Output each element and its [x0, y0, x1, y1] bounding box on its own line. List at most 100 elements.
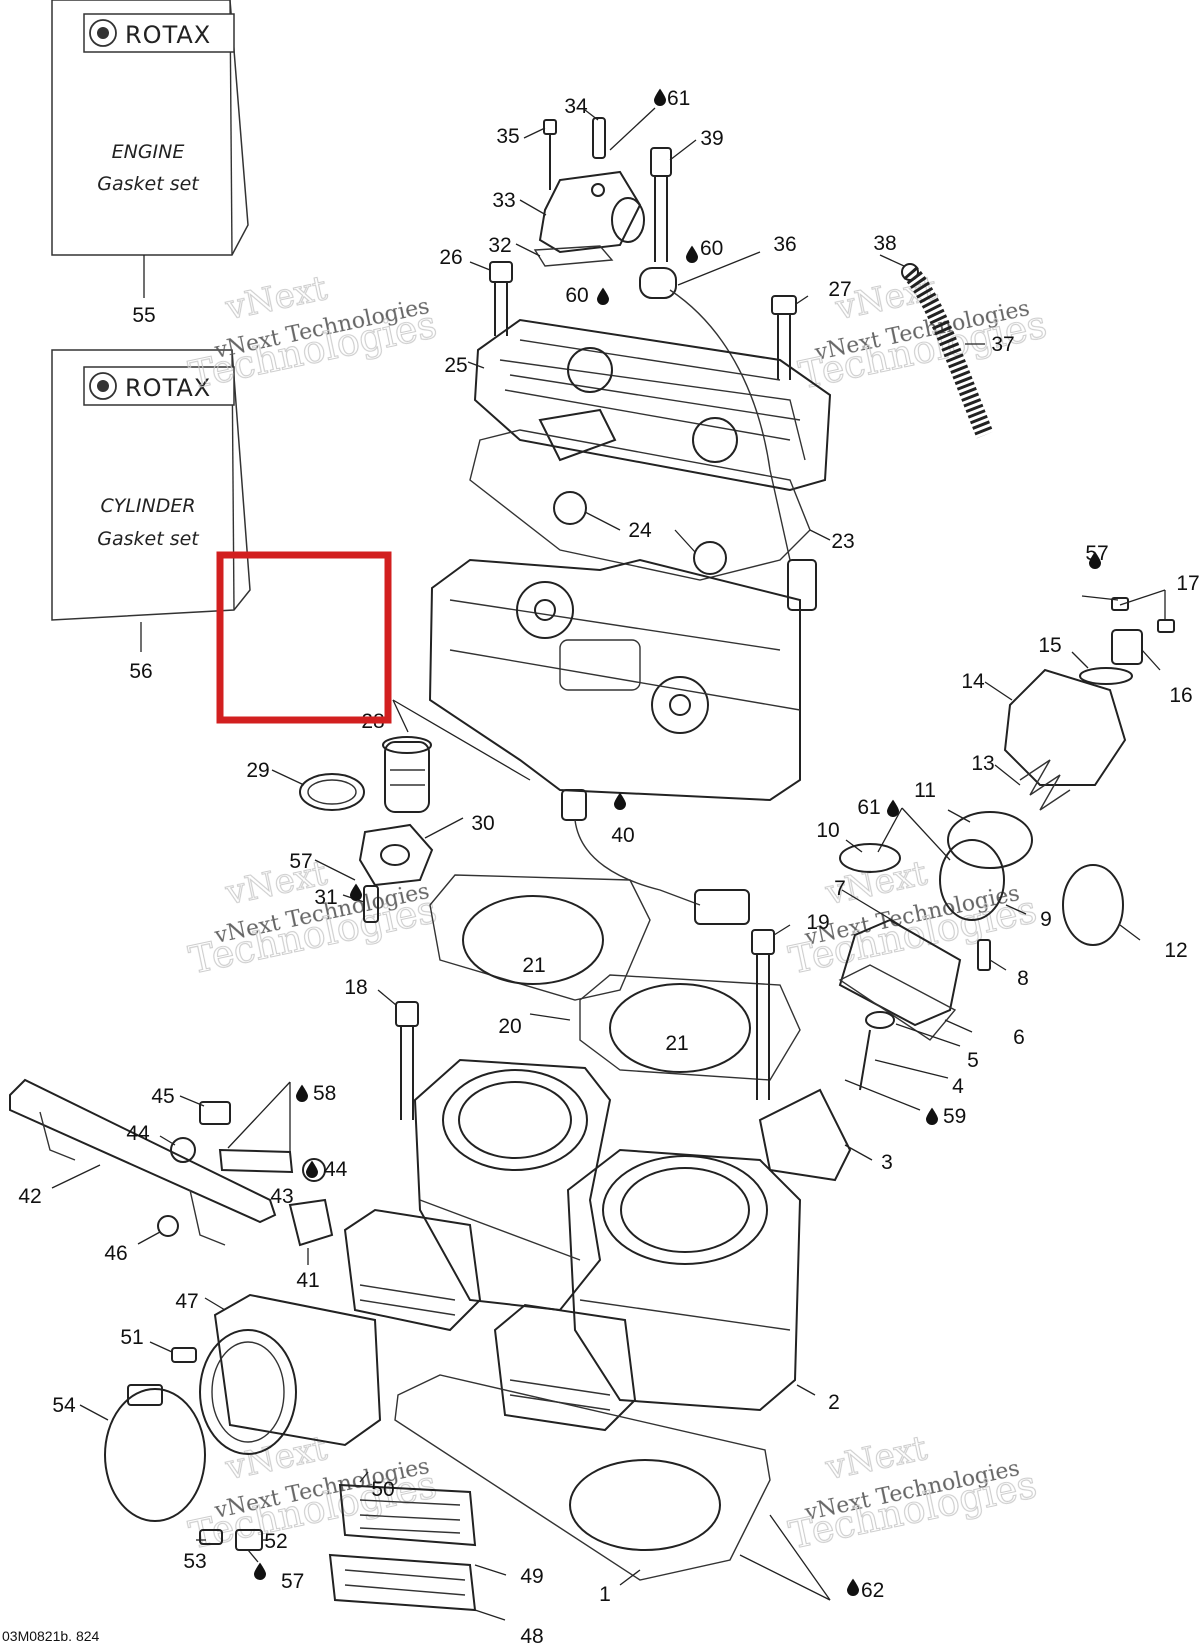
throttle-adapter-group: [79, 1293, 382, 1563]
label-45: 45: [151, 1085, 174, 1108]
base-gasket: [394, 1374, 831, 1601]
cylinder-head-cover: [467, 318, 832, 492]
label-41: 41: [296, 1269, 319, 1292]
watermark: vNext vNext Technologies Technologies vN…: [185, 267, 1051, 1558]
drop-icon: [686, 245, 698, 263]
label-44: 44: [324, 1158, 348, 1181]
drop-icon: [306, 1160, 318, 1178]
label-3: 3: [881, 1151, 893, 1174]
label-39: 39: [700, 127, 723, 150]
head-gasket-seals: [469, 429, 831, 611]
svg-text:Technologies: Technologies: [185, 887, 440, 982]
drop-icon: [296, 1084, 308, 1102]
label-27: 27: [828, 278, 851, 301]
label-29: 29: [246, 759, 269, 782]
svg-text:Technologies: Technologies: [785, 1462, 1040, 1557]
label-38: 38: [873, 232, 896, 255]
label-9: 9: [1040, 908, 1052, 931]
drawing-code: 03M0821b. 824: [2, 1628, 100, 1644]
drop-icon: [887, 799, 899, 817]
label-18: 18: [344, 976, 367, 999]
kit-title: CYLINDER: [100, 495, 195, 517]
label-21: 21: [522, 954, 545, 977]
svg-text:Technologies: Technologies: [185, 302, 440, 397]
drop-icon: [614, 792, 626, 810]
kit-subtitle: Gasket set: [97, 528, 200, 550]
label-1: 1: [599, 1583, 611, 1606]
label-23: 23: [831, 530, 854, 553]
label-44: 44: [126, 1122, 150, 1145]
label-54: 54: [52, 1394, 76, 1417]
gasket-kit-cylinder: ROTAX CYLINDER Gasket set 56: [51, 349, 251, 683]
label-55: 55: [132, 304, 155, 327]
kit-title: ENGINE: [112, 141, 185, 163]
label-13: 13: [971, 752, 994, 775]
reed-valve-intakes: [343, 1208, 637, 1432]
kit-brand: ROTAX: [125, 374, 211, 402]
label-24: 24: [628, 519, 652, 542]
cylinder-block: [413, 1058, 816, 1412]
label-6: 6: [1013, 1026, 1025, 1049]
label-49: 49: [520, 1565, 543, 1588]
label-42: 42: [18, 1185, 41, 1208]
label-21: 21: [665, 1032, 688, 1055]
label-15: 15: [1038, 634, 1061, 657]
drop-icon: [254, 1562, 266, 1580]
kit-brand: ROTAX: [125, 21, 211, 49]
label-34: 34: [564, 95, 588, 118]
part-labels: 34 61 35 39 33 32 26 60 36 38 27 60 37 2…: [2, 87, 1200, 1648]
label-8: 8: [1017, 967, 1029, 990]
drop-icon: [847, 1578, 859, 1596]
label-26: 26: [439, 246, 462, 269]
label-61: 61: [667, 87, 690, 110]
label-60: 60: [565, 284, 588, 307]
label-12: 12: [1164, 939, 1187, 962]
label-14: 14: [961, 670, 985, 693]
cylinder-head: [392, 558, 801, 802]
fuel-rail-group: [9, 1078, 334, 1265]
kit-subtitle: Gasket set: [97, 173, 200, 195]
thermostat-group: [271, 736, 464, 923]
label-59: 59: [943, 1105, 966, 1128]
drop-icon: [926, 1107, 938, 1125]
temperature-sensor: [561, 789, 750, 925]
drop-icon: [654, 88, 666, 106]
water-outlet-group: [469, 107, 994, 561]
label-19: 19: [806, 911, 829, 934]
label-20: 20: [498, 1015, 521, 1038]
label-5: 5: [967, 1049, 979, 1072]
label-52: 52: [264, 1530, 287, 1553]
label-17: 17: [1176, 572, 1199, 595]
rave-valve-group: [758, 589, 1175, 1182]
label-35: 35: [496, 125, 519, 148]
svg-text:Technologies: Technologies: [185, 1462, 440, 1557]
label-37: 37: [991, 333, 1014, 356]
label-11: 11: [914, 779, 936, 802]
label-62: 62: [861, 1579, 884, 1602]
label-57: 57: [289, 850, 312, 873]
highlight-box: [216, 551, 392, 724]
label-43: 43: [270, 1185, 293, 1208]
label-25: 25: [444, 354, 467, 377]
label-57: 57: [1085, 542, 1108, 565]
label-10: 10: [816, 819, 839, 842]
label-58: 58: [313, 1082, 336, 1105]
label-36: 36: [773, 233, 796, 256]
label-60: 60: [700, 237, 723, 260]
drop-icon: [350, 883, 362, 901]
cylinder-studs: [377, 924, 791, 1120]
label-53: 53: [183, 1550, 206, 1573]
label-56: 56: [129, 660, 152, 683]
label-33: 33: [492, 189, 515, 212]
label-48: 48: [520, 1625, 543, 1645]
label-7: 7: [834, 877, 846, 900]
label-46: 46: [104, 1242, 127, 1265]
reed-plates: [328, 1471, 507, 1621]
label-32: 32: [488, 234, 511, 257]
label-61: 61: [857, 796, 880, 819]
label-51: 51: [120, 1326, 143, 1349]
label-57: 57: [281, 1570, 304, 1593]
label-31: 31: [314, 886, 337, 909]
